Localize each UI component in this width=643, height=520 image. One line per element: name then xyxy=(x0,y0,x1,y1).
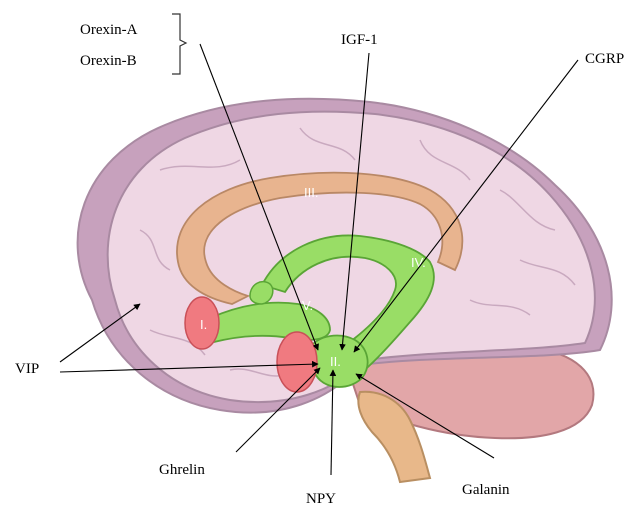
mammillary-knob xyxy=(250,282,273,304)
red-region-two xyxy=(277,332,317,392)
orexin-bracket xyxy=(172,14,186,74)
label-galanin: Galanin xyxy=(462,482,510,498)
label-orexin-a: Orexin-A xyxy=(80,22,138,38)
label-ghrelin: Ghrelin xyxy=(159,462,205,478)
label-orexin-b: Orexin-B xyxy=(80,53,137,69)
region-label-v: V. xyxy=(302,298,313,313)
label-vip: VIP xyxy=(15,361,39,377)
label-igf1: IGF-1 xyxy=(341,32,378,48)
label-cgrp: CGRP xyxy=(585,51,624,67)
region-label-ii: II. xyxy=(330,354,341,369)
region-label-iii: III. xyxy=(304,185,318,200)
region-label-i: I. xyxy=(200,317,207,332)
label-npy: NPY xyxy=(306,491,336,507)
